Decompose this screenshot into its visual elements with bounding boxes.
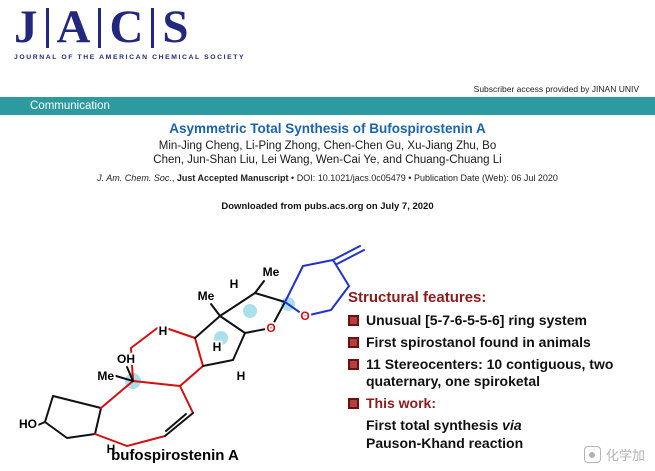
closing-line-1: First total synthesis via bbox=[366, 417, 640, 435]
subscriber-note: Subscriber access provided by JINAN UNIV bbox=[473, 84, 639, 94]
features-heading: Structural features: bbox=[348, 289, 487, 306]
closing-line-2: Pauson-Khand reaction bbox=[366, 434, 524, 451]
ho-label: HO bbox=[19, 417, 37, 431]
authors-line-1: Min-Jing Cheng, Li-Ping Zhong, Chen-Chen… bbox=[158, 140, 497, 152]
feature-item: First spirostanol found in animals bbox=[348, 334, 640, 351]
section-banner: Communication bbox=[0, 97, 655, 115]
feature-text: Unusual [5-7-6-5-5-6] ring system bbox=[366, 312, 587, 328]
feature-text: This work: bbox=[366, 395, 437, 412]
huaxuejia-logo-icon bbox=[583, 446, 601, 463]
me-label: Me bbox=[198, 289, 215, 303]
publication-date: Publication Date (Web): 06 Jul 2020 bbox=[413, 173, 558, 183]
oxygen-atom: O bbox=[300, 309, 309, 323]
bond-me-left bbox=[115, 375, 134, 382]
manuscript-status: Just Accepted Manuscript bbox=[176, 173, 289, 183]
banner-label: Communication bbox=[30, 100, 110, 112]
oh-label: OH bbox=[117, 352, 135, 366]
ring-a bbox=[44, 395, 102, 439]
via-italic: via bbox=[502, 417, 522, 434]
feature-item: Unusual [5-7-6-5-5-6] ring system bbox=[348, 312, 640, 329]
h-label: H bbox=[159, 324, 168, 338]
article-title: Asymmetric Total Synthesis of Bufospiros… bbox=[169, 121, 486, 136]
logo-dot bbox=[589, 451, 596, 458]
exocyclic-methylene bbox=[332, 245, 361, 261]
exocyclic-methylene-inner bbox=[336, 249, 365, 265]
ring-f-pyran bbox=[284, 259, 350, 317]
separator: , bbox=[171, 173, 177, 183]
separator: • bbox=[288, 173, 297, 183]
separator: • bbox=[405, 173, 414, 183]
double-bond-inner bbox=[165, 413, 187, 432]
me-label: Me bbox=[263, 265, 280, 279]
logo-divider bbox=[45, 7, 49, 48]
h-label: H bbox=[107, 442, 116, 456]
square-bullet-icon bbox=[348, 398, 359, 410]
watermark-text: 化学加 bbox=[605, 448, 645, 463]
bond-oh bbox=[126, 366, 134, 382]
bond-me-top bbox=[254, 280, 265, 294]
logo-subtitle: JOURNAL OF THE AMERICAN CHEMICAL SOCIETY bbox=[14, 54, 246, 61]
logo-letter-a: A bbox=[56, 1, 91, 53]
oxygen-atom: O bbox=[266, 321, 275, 335]
journal-name: J. Am. Chem. Soc. bbox=[97, 173, 172, 183]
closing-text: First total synthesis bbox=[366, 417, 503, 434]
feature-item-this-work: This work: bbox=[348, 395, 640, 412]
ring-c-red bbox=[130, 325, 204, 387]
me-label: Me bbox=[97, 369, 114, 383]
feature-text: 11 Stereocenters: 10 contiguous, two qua… bbox=[366, 356, 614, 390]
square-bullet-icon bbox=[348, 315, 359, 326]
logo-letter-c: C bbox=[109, 1, 144, 53]
double-bond bbox=[164, 412, 194, 437]
stereocenter-highlight bbox=[214, 331, 228, 345]
ring-b-red bbox=[94, 380, 194, 447]
bond-ho bbox=[37, 421, 46, 426]
logo-letter-j: J bbox=[14, 1, 38, 53]
jacs-logo: J A C S JOURNAL OF THE AMERICAN CHEMICAL… bbox=[14, 4, 246, 62]
logo-letters: J A C S bbox=[14, 4, 245, 51]
h-label: H bbox=[230, 277, 239, 291]
download-note: Downloaded from pubs.acs.org on July 7, … bbox=[221, 201, 434, 212]
h-label: H bbox=[213, 340, 222, 354]
authors-line-2: Chen, Jun-Shan Liu, Lei Wang, Wen-Cai Ye… bbox=[153, 154, 502, 166]
square-bullet-icon bbox=[348, 359, 359, 371]
square-bullet-icon bbox=[348, 337, 359, 349]
bond-me-mid bbox=[210, 303, 221, 317]
feature-item: 11 Stereocenters: 10 contiguous, two qua… bbox=[348, 356, 640, 390]
watermark: 化学加 bbox=[583, 445, 645, 464]
stereocenter-highlight bbox=[243, 304, 257, 318]
h-label: H bbox=[237, 369, 246, 383]
structural-features-panel: Structural features: Unusual [5-7-6-5-5-… bbox=[348, 289, 640, 452]
compound-name: bufospirostenin A bbox=[111, 447, 239, 464]
citation-line: J. Am. Chem. Soc., Just Accepted Manuscr… bbox=[0, 173, 655, 183]
doi: DOI: 10.1021/jacs.0c05479 bbox=[296, 173, 406, 183]
logo-letter-s: S bbox=[162, 1, 189, 53]
feature-text: First spirostanol found in animals bbox=[366, 334, 591, 351]
molecule-structure: HO OH Me Me Me H H H H H O O bufospirost… bbox=[17, 245, 365, 464]
logo-divider bbox=[151, 7, 155, 48]
logo-divider bbox=[98, 7, 102, 48]
